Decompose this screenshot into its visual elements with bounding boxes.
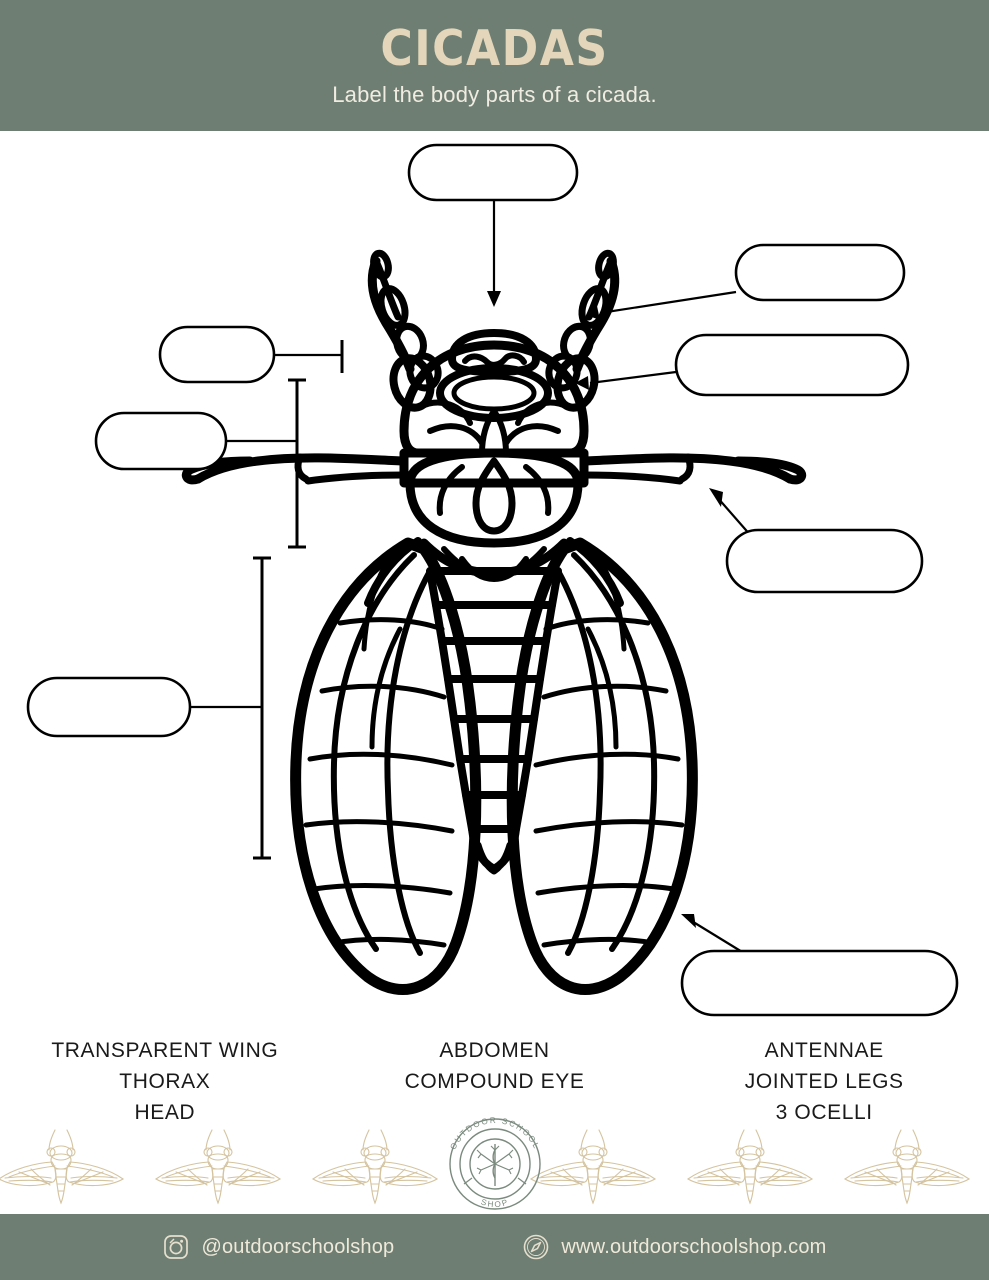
page-subtitle: Label the body parts of a cicada. (332, 81, 657, 107)
leader-jointed-legs (716, 496, 753, 538)
leader-antennae (599, 290, 737, 315)
word-bank-item: THORAX (119, 1070, 211, 1093)
word-bank-item: ANTENNAE (764, 1039, 884, 1062)
answer-box-thorax (94, 411, 228, 471)
logo-inner-ring (469, 1138, 521, 1190)
word-bank-item: TRANSPARENT WING (51, 1039, 279, 1062)
page-header: CICADAS Label the body parts of a cicada… (0, 0, 989, 131)
logo-bottom-text: SHOP (480, 1197, 511, 1209)
instagram-handle[interactable]: @outdoorschoolshop (162, 1233, 394, 1261)
logo-outer-ring (449, 1118, 541, 1210)
answer-box-antennae (734, 243, 906, 302)
instagram-icon (164, 1235, 189, 1259)
logo-mid-ring (459, 1128, 531, 1200)
word-bank-column-3: ANTENNAE JOINTED LEGS 3 OCELLI (659, 1035, 989, 1145)
word-bank-item: COMPOUND EYE (404, 1070, 585, 1093)
leader-lines (190, 200, 753, 959)
website-text: www.outdoorschoolshop.com (561, 1235, 827, 1258)
website-link[interactable]: www.outdoorschoolshop.com (522, 1233, 826, 1261)
word-bank-column-1: TRANSPARENT WING THORAX HEAD (0, 1035, 330, 1145)
answer-box-jointed-legs (725, 528, 924, 594)
leader-compound-eye (589, 370, 677, 385)
answer-box-group (26, 143, 959, 1017)
word-bank-item: JOINTED LEGS (744, 1070, 904, 1093)
answer-box-transparent-wing (680, 949, 959, 1017)
page-title: CICADAS (380, 20, 609, 78)
cicada-illustration (181, 249, 807, 996)
instagram-text: @outdoorschoolshop (201, 1235, 395, 1258)
word-bank-column-2: ABDOMEN COMPOUND EYE (330, 1035, 660, 1145)
cicada-diagram (0, 131, 989, 1040)
answer-box-compound-eye (674, 333, 910, 397)
word-bank-item: HEAD (134, 1101, 196, 1124)
word-bank-item: ABDOMEN (439, 1039, 550, 1062)
page-footer: @outdoorschoolshop www.outdoorschoolshop… (0, 1214, 989, 1280)
word-bank-item: 3 OCELLI (775, 1101, 873, 1124)
compass-icon (524, 1234, 549, 1260)
answer-box-abdomen (26, 676, 192, 738)
answer-box-ocelli (407, 143, 579, 202)
brand-logo: OUTDOOR SCHOOL SHOP (432, 1116, 558, 1212)
answer-box-head (158, 325, 276, 384)
word-bank: TRANSPARENT WING THORAX HEAD ABDOMEN COM… (0, 1035, 989, 1145)
